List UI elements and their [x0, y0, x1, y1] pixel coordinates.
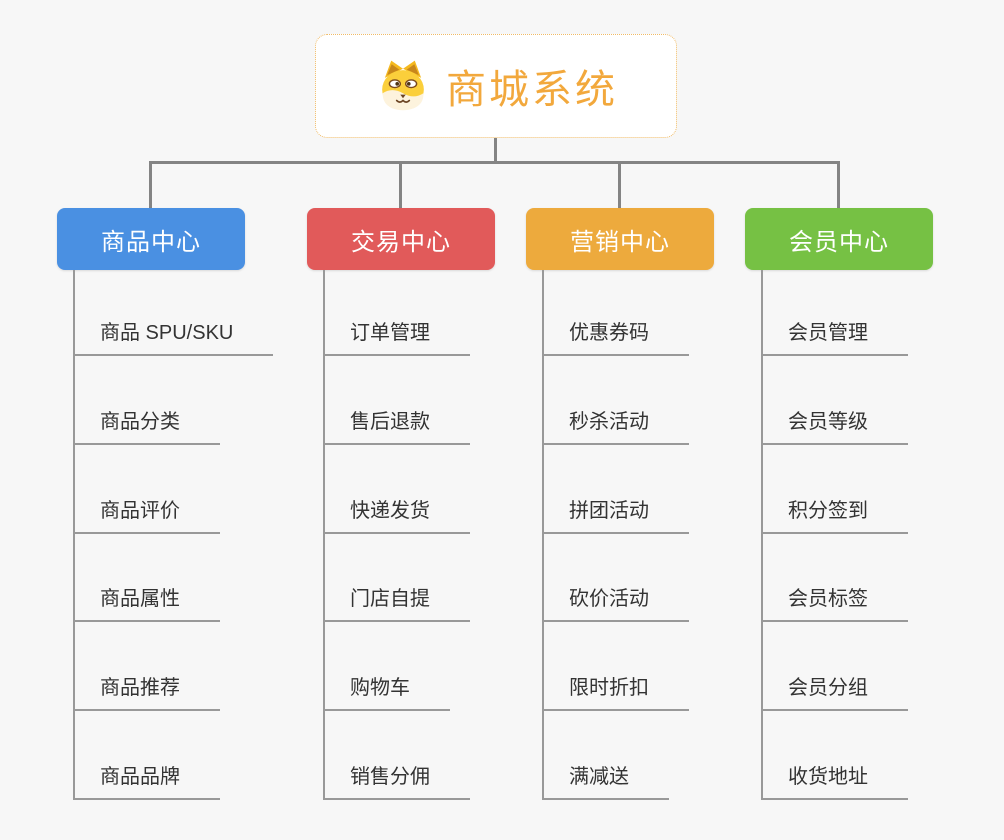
mindmap-item[interactable]: 订单管理 — [323, 320, 470, 356]
mindmap-item[interactable]: 限时折扣 — [542, 675, 689, 711]
mindmap-item[interactable]: 商品分类 — [73, 409, 220, 445]
mindmap-item[interactable]: 购物车 — [323, 675, 450, 711]
mindmap-item[interactable]: 商品属性 — [73, 586, 220, 622]
connector-drop-marketing — [618, 161, 621, 209]
mindmap-item[interactable]: 门店自提 — [323, 586, 470, 622]
connector-root-stub — [494, 138, 497, 163]
mindmap-item[interactable]: 售后退款 — [323, 409, 470, 445]
mindmap-item[interactable]: 销售分佣 — [323, 764, 470, 800]
branch-header-member[interactable]: 会员中心 — [745, 208, 933, 270]
mindmap-item[interactable]: 会员分组 — [761, 675, 908, 711]
branch-member: 会员中心 会员管理 会员等级 积分签到 会员标签 会员分组 收货地址 — [745, 208, 1004, 808]
connector-drop-trade — [399, 161, 402, 209]
root-title: 商城系统 — [446, 68, 618, 112]
mindmap-item[interactable]: 商品评价 — [73, 498, 220, 534]
mindmap-item[interactable]: 会员管理 — [761, 320, 908, 356]
shiba-dog-icon — [374, 57, 432, 115]
branch-header-trade[interactable]: 交易中心 — [307, 208, 495, 270]
branch-trunk-line — [323, 270, 325, 800]
mindmap-item[interactable]: 积分签到 — [761, 498, 908, 534]
mindmap-item[interactable]: 商品品牌 — [73, 764, 220, 800]
branch-trunk-line — [542, 270, 544, 800]
branch-header-goods[interactable]: 商品中心 — [57, 208, 245, 270]
mindmap-item[interactable]: 拼团活动 — [542, 498, 689, 534]
mindmap-item[interactable]: 收货地址 — [761, 764, 908, 800]
mindmap-item[interactable]: 砍价活动 — [542, 586, 689, 622]
branch-trunk-line — [73, 270, 75, 800]
connector-drop-goods — [149, 161, 152, 209]
mindmap-item[interactable]: 快递发货 — [323, 498, 470, 534]
connector-horizontal-bar — [149, 161, 840, 164]
mindmap-item[interactable]: 商品推荐 — [73, 675, 220, 711]
branch-marketing: 营销中心 优惠券码 秒杀活动 拼团活动 砍价活动 限时折扣 满减送 — [526, 208, 786, 808]
mindmap-item[interactable]: 优惠券码 — [542, 320, 689, 356]
branch-header-marketing[interactable]: 营销中心 — [526, 208, 714, 270]
root-node[interactable]: 商城系统 — [315, 34, 677, 138]
mindmap-item[interactable]: 满减送 — [542, 764, 669, 800]
mindmap-item[interactable]: 会员标签 — [761, 586, 908, 622]
mindmap-item[interactable]: 会员等级 — [761, 409, 908, 445]
connector-drop-member — [837, 161, 840, 209]
branch-goods: 商品中心 商品 SPU/SKU 商品分类 商品评价 商品属性 商品推荐 商品品牌 — [57, 208, 317, 808]
mindmap-item[interactable]: 秒杀活动 — [542, 409, 689, 445]
mindmap-item[interactable]: 商品 SPU/SKU — [73, 320, 274, 356]
branch-trade: 交易中心 订单管理 售后退款 快递发货 门店自提 购物车 销售分佣 — [307, 208, 567, 808]
branch-trunk-line — [761, 270, 763, 800]
